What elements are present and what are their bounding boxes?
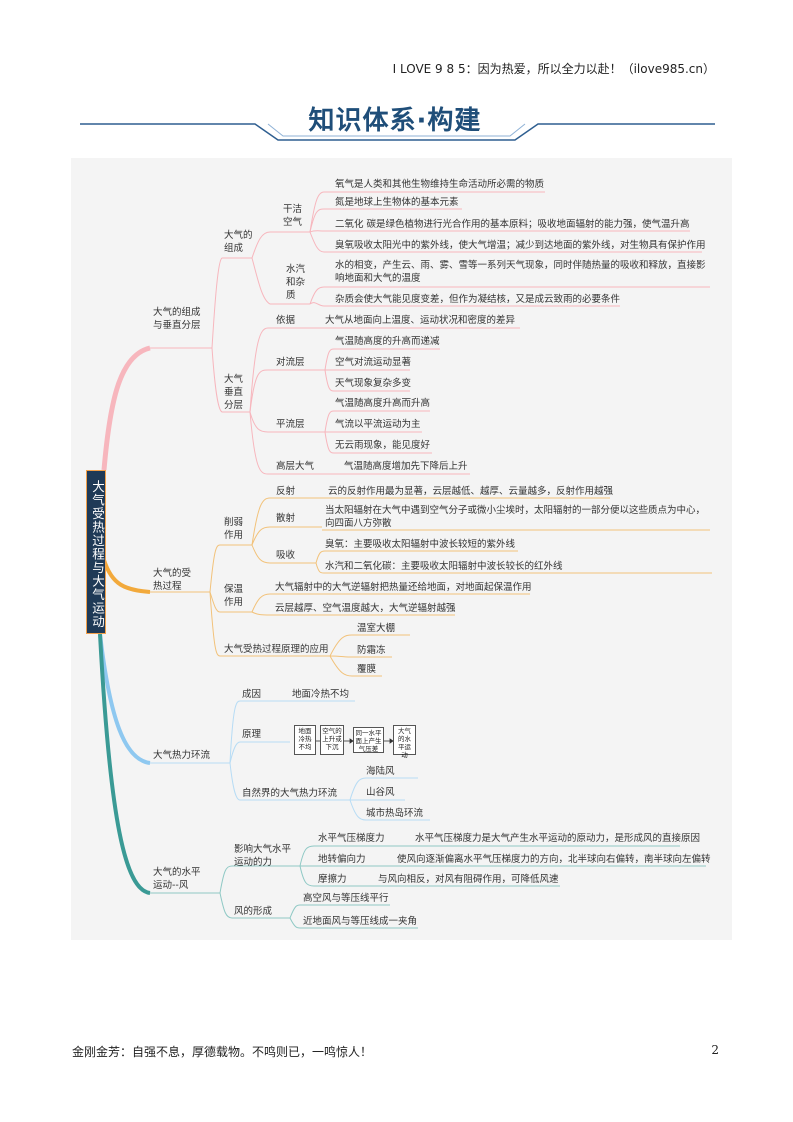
node-scattering: 散射	[276, 513, 296, 524]
page-footer: 金刚金芳：自强不息，厚德载物。不鸣则已，一鸣惊人！	[72, 1045, 373, 1059]
node-b2: 大气的受热过程	[153, 568, 192, 592]
form-item: 高空风与等压线平行	[303, 893, 389, 904]
form-item: 近地面风与等压线成一夹角	[303, 916, 418, 927]
reflect-text: 云的反射作用最为显著，云层越低、越厚、云量越多，反射作用越强	[328, 486, 614, 497]
principle-box: 大气的水平运动	[393, 725, 416, 759]
tropo-item: 空气对流运动显著	[335, 357, 412, 368]
page-number: 2	[711, 1043, 719, 1057]
node-absorption: 吸收	[276, 550, 296, 561]
dry-item: 二氧化 碳是绿色植物进行光合作用的基本原料；吸收地面辐射的能力强，使气温升高	[335, 219, 690, 230]
app-item: 覆膜	[357, 664, 377, 675]
node-composition: 大气的组成	[224, 230, 253, 254]
vapor-item: 水的相变，产生云、雨、雾、雪等一系列天气现象，同时伴随热量的吸收和释放，直接影响…	[335, 260, 706, 284]
coriolis-text: 使风向逐渐偏离水平气压梯度力的方向，北半球向右偏转，南半球向左偏转	[397, 854, 711, 865]
node-basis: 依据	[276, 315, 296, 326]
node-b4: 大气的水平运动--风	[153, 867, 201, 891]
natural-item: 城市热岛环流	[366, 808, 424, 819]
cause-text: 地面冷热不均	[292, 689, 350, 700]
node-dry-air: 干洁空气	[283, 204, 303, 228]
node-pressure-gradient: 水平气压梯度力	[318, 833, 385, 844]
app-item: 温室大棚	[357, 623, 396, 634]
friction-text: 与风向相反，对风有阻碍作用，可降低风速	[378, 874, 559, 885]
strato-item: 气温随高度升高而升高	[335, 398, 431, 409]
tropo-item: 气温随高度的升高而递减	[335, 336, 440, 347]
natural-item: 山谷风	[366, 787, 395, 798]
node-insulation: 保温作用	[224, 584, 244, 608]
tropo-item: 天气现象复杂多变	[335, 378, 412, 389]
page-title: 知识体系·构建	[308, 106, 482, 136]
node-b1: 大气的组成与垂直分层	[153, 307, 201, 331]
node-b3: 大气热力环流	[153, 750, 211, 761]
title-banner: 知识体系·构建	[0, 98, 793, 148]
absorb-item: 臭氧：主要吸收太阳辐射中波长较短的紫外线	[325, 539, 516, 550]
node-cause: 成因	[242, 689, 262, 700]
app-item: 防霜冻	[357, 645, 386, 656]
principle-box: 同一水平面上产生气压差	[353, 727, 384, 753]
node-weakening: 削弱作用	[224, 517, 244, 541]
keep-item: 大气辐射中的大气逆辐射把热量还给地面，对地面起保温作用	[275, 582, 532, 593]
basis-text: 大气从地面向上温度、运动状况和密度的差异	[325, 315, 516, 326]
node-forces: 影响大气水平运动的力	[234, 844, 292, 868]
dry-item: 氮是地球上生物体的基本元素	[335, 197, 459, 208]
upper-text: 气温随高度增加先下降后上升	[344, 461, 468, 472]
node-troposphere: 对流层	[276, 357, 305, 368]
node-stratosphere: 平流层	[276, 419, 305, 430]
strato-item: 气流以平流运动为主	[335, 419, 421, 430]
scatter-text: 当太阳辐射在大气中遇到空气分子或微小尘埃时，太阳辐射的一部分便以这些质点为中心，…	[325, 505, 706, 529]
node-wind-formation: 风的形成	[234, 906, 273, 917]
node-friction: 摩擦力	[318, 874, 347, 885]
title-decoration	[80, 123, 715, 141]
pgf-text: 水平气压梯度力是大气产生水平运动的原动力，是形成风的直接原因	[415, 833, 701, 844]
vapor-item: 杂质会使大气能见度变差，但作为凝结核，又是成云致雨的必要条件	[335, 294, 621, 305]
node-principle: 原理	[242, 729, 262, 740]
keep-item: 云层越厚、空气温度越大，大气逆辐射越强	[275, 603, 456, 614]
absorb-item: 水汽和二氧化碳：主要吸收太阳辐射中波长较长的红外线	[325, 561, 563, 572]
node-reflection: 反射	[276, 486, 296, 497]
node-application: 大气受热过程原理的应用	[224, 644, 329, 655]
node-vapor-impurities: 水汽和杂质	[286, 264, 306, 301]
node-natural-circulation: 自然界的大气热力环流	[242, 788, 338, 799]
node-upper-atmosphere: 高层大气	[276, 461, 315, 472]
node-coriolis: 地转偏向力	[318, 854, 366, 865]
natural-item: 海陆风	[366, 766, 395, 777]
principle-box: 地面冷热不均	[294, 725, 316, 755]
dry-item: 臭氧吸收太阳光中的紫外线，使大气增温；减少到达地面的紫外线，对生物具有保护作用	[335, 240, 706, 251]
strato-item: 无云雨现象，能见度好	[335, 440, 431, 451]
mindmap-panel	[71, 158, 732, 940]
node-vertical-layers: 大气垂直分层	[224, 374, 244, 411]
root-node: 大气受热过程与大气运动	[86, 470, 106, 634]
dry-item: 氧气是人类和其他生物维持生命活动所必需的物质	[335, 179, 545, 190]
principle-box: 空气的上升或下沉	[320, 725, 344, 755]
page-header: I LOVE 9 8 5：因为热爱，所以全力以赴！（ilove985.cn）	[392, 62, 715, 76]
